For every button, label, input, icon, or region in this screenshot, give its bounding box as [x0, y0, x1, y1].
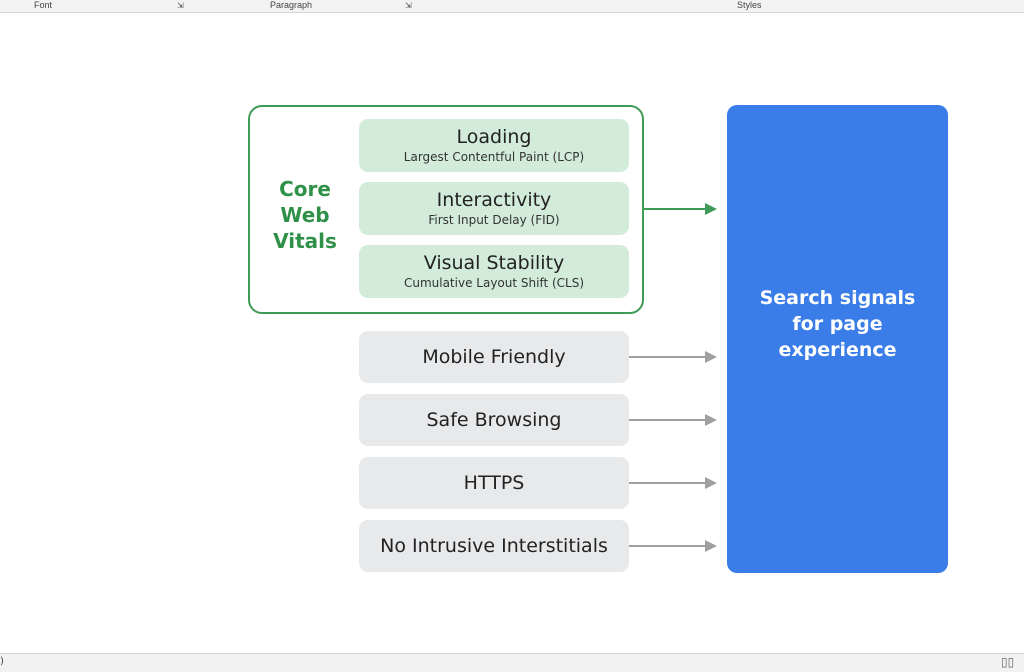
search-signals-label: Search signals for page experience — [759, 287, 916, 361]
ribbon-group-paragraph: Paragraph — [270, 0, 313, 10]
arrow-mobile-friendly — [629, 351, 717, 363]
read-mode-icon[interactable]: ▯▯ — [1001, 655, 1015, 669]
arrow-interstitials — [629, 540, 717, 552]
signal-https: HTTPS — [359, 457, 629, 509]
search-signals-box: Search signals for page experience — [727, 105, 948, 573]
ribbon-group-styles: Styles — [737, 0, 762, 10]
arrow-core-web-vitals — [643, 203, 717, 215]
status-text: ) — [0, 656, 4, 667]
signal-safe-browsing: Safe Browsing — [359, 394, 629, 446]
ribbon: Font ⇲ Paragraph ⇲ Styles — [0, 0, 1024, 13]
vital-interactivity: Interactivity First Input Delay (FID) — [359, 182, 629, 235]
arrow-https — [629, 477, 717, 489]
vital-subtitle: Largest Contentful Paint (LCP) — [403, 150, 585, 164]
vital-visual-stability: Visual Stability Cumulative Layout Shift… — [359, 245, 629, 298]
signal-no-intrusive-interstitials: No Intrusive Interstitials — [359, 520, 629, 572]
core-web-vitals-label: Core Web Vitals — [273, 177, 337, 253]
vital-title: Loading — [456, 126, 532, 148]
vital-loading: Loading Largest Contentful Paint (LCP) — [359, 119, 629, 172]
font-dialog-launcher-icon[interactable]: ⇲ — [177, 1, 184, 10]
vital-subtitle: Cumulative Layout Shift (CLS) — [403, 276, 585, 290]
paragraph-dialog-launcher-icon[interactable]: ⇲ — [405, 1, 412, 10]
status-bar: ) ▯▯ — [0, 653, 1024, 672]
signal-mobile-friendly: Mobile Friendly — [359, 331, 629, 383]
arrow-safe-browsing — [629, 414, 717, 426]
ribbon-group-font: Font — [34, 0, 53, 10]
vital-title: Interactivity — [436, 189, 552, 211]
vital-title: Visual Stability — [423, 252, 565, 274]
vital-subtitle: First Input Delay (FID) — [428, 213, 560, 227]
